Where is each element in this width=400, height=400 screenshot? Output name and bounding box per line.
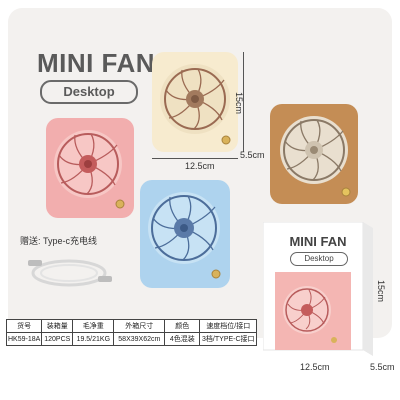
package-height-label: 15cm [376,280,386,303]
width-dimension-label: 12.5cm [185,161,215,171]
spec-header-cell: 装箱量 [41,319,74,333]
fan-pink [46,118,134,218]
spec-cell: HK59-18A [5,332,43,346]
spec-cell: 19.5/21KG [72,332,115,346]
package-box: MINI FAN Desktop [263,222,373,356]
package-title: MINI FAN [289,234,347,249]
spec-header-cell: 速度档位/接口 [199,319,258,333]
package-depth-label: 5.5cm [370,362,395,372]
package-width-label: 12.5cm [300,362,330,372]
fan-cream [152,52,238,152]
fan-blue [140,180,230,288]
spec-header-cell: 毛净重 [72,319,115,333]
spec-header-cell: 外箱尺寸 [113,319,166,333]
spec-header-cell: 颜色 [164,319,201,333]
height-dimension-line [243,52,244,152]
spec-table: 货号 装箱量 毛净重 外箱尺寸 颜色 速度档位/接口 HK59-18A 120P… [5,319,258,346]
gift-cable-callout: 赠送: Type-c充电线 [14,232,124,294]
spec-cell: 4色混装 [164,332,201,346]
spec-data-row: HK59-18A 120PCS 19.5/21KG 58X39X62cm 4色混… [5,332,258,346]
spec-header-cell: 货号 [5,319,43,333]
height-dimension-label: 15cm [234,92,244,115]
width-dimension-line [152,158,238,159]
fan-brown [270,104,358,204]
spec-header-row: 货号 装箱量 毛净重 外箱尺寸 颜色 速度档位/接口 [5,319,258,333]
spec-cell: 3档/TYPE-C接口 [199,332,258,346]
spec-cell: 120PCS [41,332,74,346]
product-title: MINI FAN [36,48,156,78]
depth-dimension-label: 5.5cm [240,150,265,160]
spec-cell: 58X39X62cm [113,332,166,346]
usb-cable-icon [28,259,112,287]
package-subtitle: Desktop [290,252,348,266]
gift-label: 赠送: Type-c充电线 [20,236,98,246]
product-subtitle: Desktop [40,80,138,104]
